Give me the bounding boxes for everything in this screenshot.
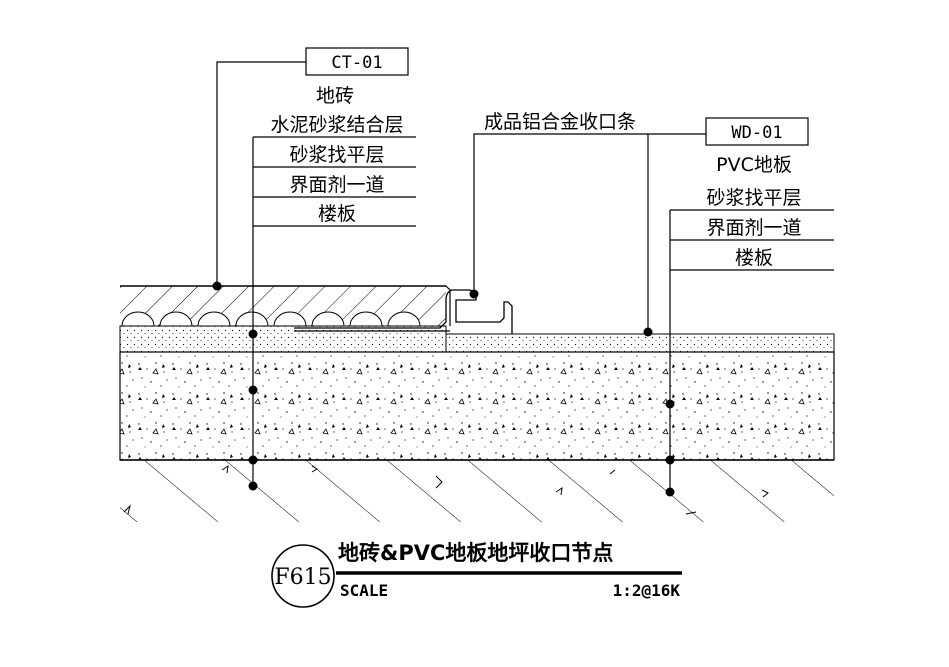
mortar-bed-layer-right bbox=[445, 333, 835, 353]
strip-label: 成品铝合金收口条 bbox=[484, 111, 636, 133]
title-block: F615 地砖&PVC地板地坪收口节点 SCALE 1:2@16K bbox=[271, 541, 682, 608]
drawing-code: F615 bbox=[274, 565, 331, 590]
leader-dot bbox=[469, 289, 479, 299]
scale-label: SCALE bbox=[340, 581, 388, 600]
left-leader bbox=[216, 47, 416, 486]
leader-dot bbox=[665, 455, 675, 465]
tag-wd01: WD-01 bbox=[731, 123, 782, 143]
right-leader bbox=[647, 117, 834, 492]
drawing-code-circle bbox=[271, 544, 335, 608]
left-title-label: 地砖 bbox=[316, 85, 354, 107]
floor-tile-layer bbox=[120, 285, 451, 327]
leader-dot bbox=[665, 487, 675, 497]
left-layer-label: 界面剂一道 bbox=[289, 174, 384, 196]
leader-dot bbox=[248, 455, 258, 465]
left-layer-label: 砂浆找平层 bbox=[289, 144, 384, 166]
mortar-bed-layer-left bbox=[119, 325, 447, 353]
leader-dot bbox=[248, 329, 258, 339]
right-layer-label: 界面剂一道 bbox=[706, 217, 801, 239]
leader-dot bbox=[643, 327, 653, 337]
strip-leader bbox=[473, 133, 648, 294]
leader-dot bbox=[665, 399, 675, 409]
left-layer-label: 水泥砂浆结合层 bbox=[270, 114, 403, 136]
scale-value: 1:2@16K bbox=[613, 581, 681, 600]
left-layer-label: 楼板 bbox=[318, 203, 356, 225]
leader-dot bbox=[248, 385, 258, 395]
drawing-title: 地砖&PVC地板地坪收口节点 bbox=[338, 541, 613, 565]
leader-dot bbox=[248, 481, 258, 491]
right-title-label: PVC地板 bbox=[716, 154, 792, 176]
right-layer-label: 砂浆找平层 bbox=[706, 187, 801, 209]
right-layer-label: 楼板 bbox=[735, 247, 773, 269]
tag-ct01: CT-01 bbox=[331, 53, 382, 73]
floor-slab-layer bbox=[120, 459, 834, 522]
leader-dot bbox=[212, 281, 222, 291]
screed-layer bbox=[119, 351, 835, 461]
